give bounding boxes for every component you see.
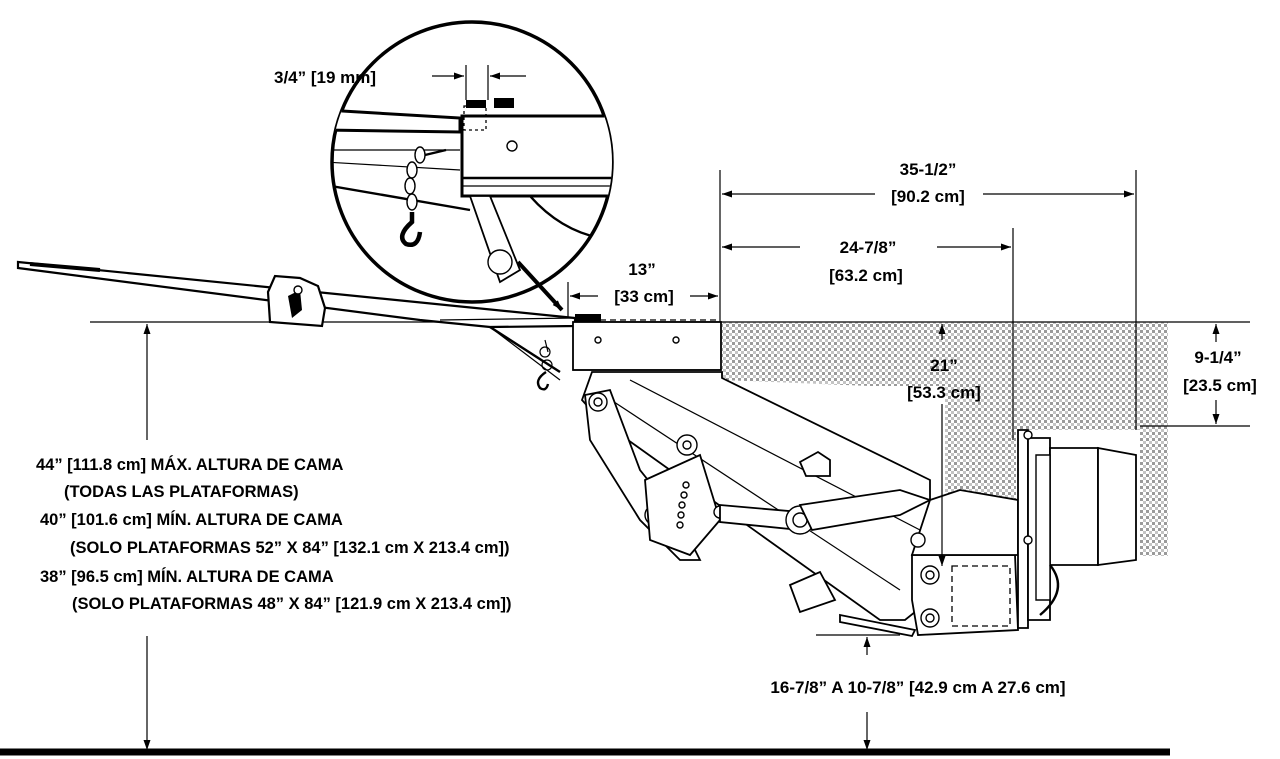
pit-depth-metric: [53.3 cm] (907, 383, 981, 402)
note-min-height-52-scope: (SOLO PLATAFORMAS 52” X 84” [132.1 cm X … (70, 539, 510, 557)
note-min-height-52: 40” [101.6 cm] MÍN. ALTURA DE CAMA (40, 510, 343, 529)
housing-reach-metric: [63.2 cm] (829, 266, 903, 285)
leveler-arm-assembly (580, 371, 1019, 638)
overall-reach-imperial: 35-1/2” (900, 160, 957, 179)
pit-depth-dimension: 21” [53.3 cm] (907, 324, 981, 566)
lip-chain (536, 339, 553, 391)
ground-clearance-label: 16-7/8” A 10-7/8” [42.9 cm A 27.6 cm] (770, 678, 1065, 697)
gap-label: 3/4” [19 mm] (274, 68, 376, 87)
gap-dimension: 3/4” [19 mm] (274, 65, 526, 100)
overall-reach-dimension: 35-1/2” [90.2 cm] (722, 160, 1134, 206)
bumper-assembly (1017, 429, 1137, 629)
leveler-deck (572, 314, 722, 371)
note-min-height-48-scope: (SOLO PLATAFORMAS 48” X 84” [121.9 cm X … (72, 595, 512, 613)
ground-clearance-dimension: 16-7/8” A 10-7/8” [42.9 cm A 27.6 cm] (770, 637, 1066, 750)
bed-height-notes: 44” [111.8 cm] MÁX. ALTURA DE CAMA (TODA… (36, 455, 512, 613)
bumper-height-dimension: 9-1/4” [23.5 cm] (1183, 324, 1257, 424)
note-max-height: 44” [111.8 cm] MÁX. ALTURA DE CAMA (36, 455, 344, 474)
pit-depth-imperial: 21” (930, 356, 957, 375)
dock-concrete (722, 322, 1168, 556)
setback-dimension: 13” [33 cm] (570, 260, 718, 306)
detail-magnifier (330, 20, 614, 312)
housing-reach-imperial: 24-7/8” (840, 238, 897, 257)
bumper-height-imperial: 9-1/4” (1194, 348, 1241, 367)
note-min-height-48: 38” [96.5 cm] MÍN. ALTURA DE CAMA (40, 567, 334, 586)
housing-reach-dimension: 24-7/8” [63.2 cm] (722, 238, 1011, 285)
bumper-height-metric: [23.5 cm] (1183, 376, 1257, 395)
overall-reach-metric: [90.2 cm] (891, 187, 965, 206)
setback-metric: [33 cm] (614, 287, 674, 306)
note-max-height-scope: (TODAS LAS PLATAFORMAS) (64, 483, 299, 501)
setback-imperial: 13” (628, 260, 655, 279)
